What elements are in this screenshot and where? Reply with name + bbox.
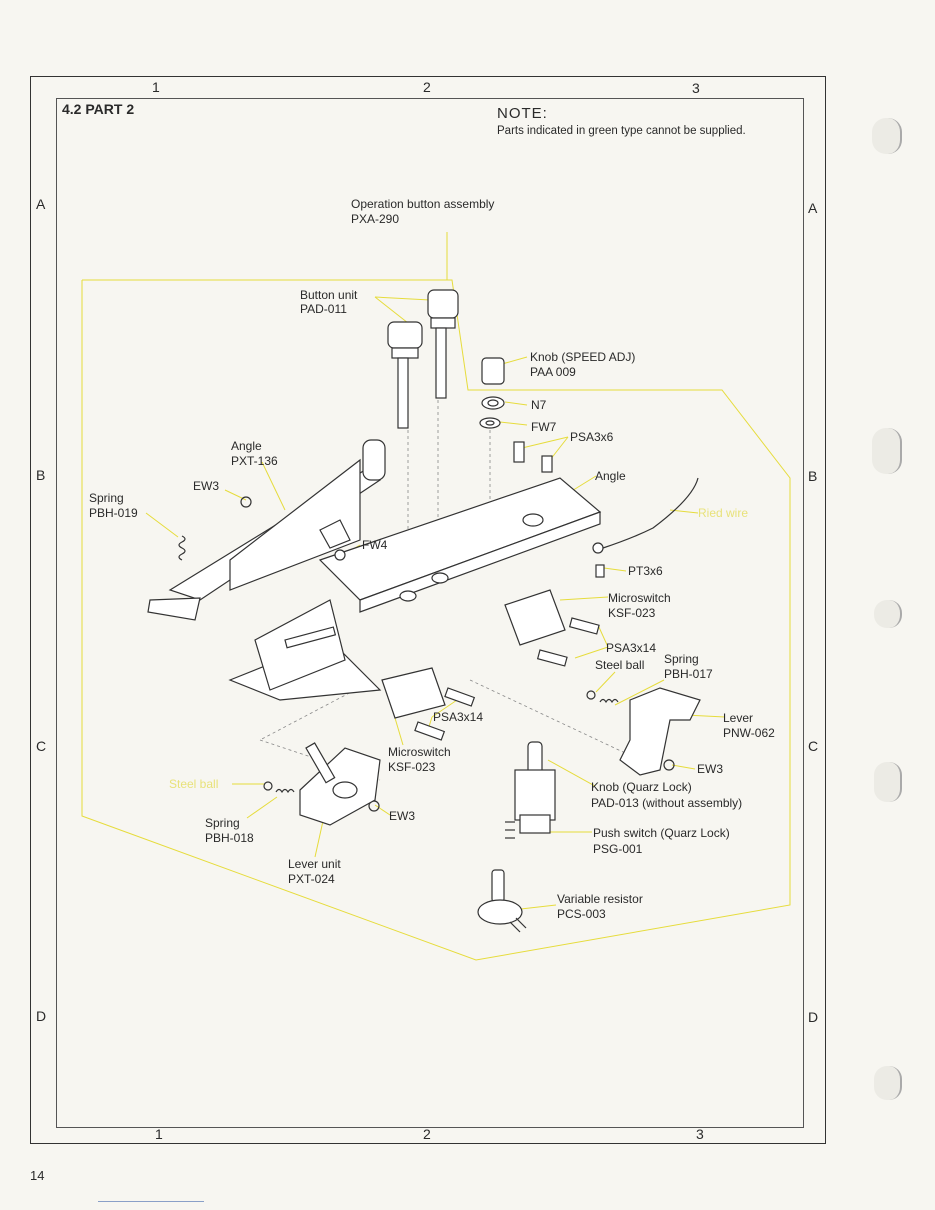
- row-marker-right-d: D: [808, 1009, 819, 1025]
- label-microswitch-center-code: KSF-023: [388, 760, 436, 774]
- label-angle-right: Angle: [595, 469, 626, 483]
- label-pt3x6: PT3x6: [628, 564, 663, 578]
- column-marker-top-1: 1: [152, 79, 160, 95]
- row-marker-left-c: C: [36, 738, 47, 754]
- label-microswitch-center: Microswitch: [388, 745, 451, 759]
- label-microswitch-right: Microswitch: [608, 591, 671, 605]
- variable-resistor-drawing: [477, 869, 527, 933]
- label-spring-left: Spring: [89, 491, 124, 505]
- label-angle-left-code: PXT-136: [231, 454, 278, 468]
- column-marker-bottom-2: 2: [423, 1126, 431, 1142]
- label-knob-speed-adj: Knob (SPEED ADJ): [530, 350, 636, 364]
- label-lever-code: PNW-062: [723, 726, 775, 740]
- column-marker-top-3: 3: [692, 80, 700, 96]
- label-steel-ball-left: Steel ball: [169, 777, 219, 791]
- label-spring-right: Spring: [664, 652, 699, 666]
- microswitch-right-drawing: [504, 589, 600, 667]
- knob-speed-adj-drawing: [479, 357, 553, 473]
- row-marker-right-c: C: [808, 738, 819, 754]
- label-psa3x6: PSA3x6: [570, 430, 614, 444]
- label-n7: N7: [531, 398, 547, 412]
- label-spring-right-code: PBH-017: [664, 667, 713, 681]
- label-fw7: FW7: [531, 420, 557, 434]
- label-spring-bottom: Spring: [205, 816, 240, 830]
- angle-plate-drawing: [228, 477, 602, 701]
- label-ew3-right: EW3: [697, 762, 724, 776]
- row-marker-right-a: A: [808, 200, 818, 216]
- row-marker-left-d: D: [36, 1008, 47, 1024]
- microswitch-center-drawing: [381, 667, 476, 741]
- label-psa3x14-center: PSA3x14: [433, 710, 484, 724]
- lever-unit-drawing: [299, 742, 381, 826]
- label-variable-resistor: Variable resistor: [557, 892, 643, 906]
- inner-frame: [56, 98, 804, 1128]
- binder-hole-1: [872, 118, 902, 154]
- note-text: Parts indicated in green type cannot be …: [497, 125, 746, 137]
- button-unit-drawing: [387, 289, 459, 429]
- small-parts-drawing: [178, 477, 699, 812]
- label-steel-ball-right: Steel ball: [595, 658, 645, 672]
- assembly-group-outline: [81, 279, 791, 961]
- label-push-switch: Push switch (Quarz Lock): [593, 826, 730, 840]
- note-heading: NOTE:: [497, 105, 548, 122]
- binder-hole-2: [872, 428, 902, 474]
- label-spring-bottom-code: PBH-018: [205, 831, 254, 845]
- label-button-unit-code: PAD-011: [300, 302, 347, 316]
- binder-hole-5: [874, 1066, 902, 1100]
- column-marker-bottom-3: 3: [696, 1126, 704, 1142]
- label-operation-button-assembly-code: PXA-290: [351, 212, 400, 226]
- binder-hole-3: [874, 600, 902, 628]
- label-button-unit: Button unit: [300, 288, 358, 302]
- outer-frame: [30, 76, 826, 1144]
- label-knob-speed-adj-code: PAA 009: [530, 365, 576, 379]
- label-ew3-bottom: EW3: [389, 809, 416, 823]
- label-microswitch-right-code: KSF-023: [608, 606, 656, 620]
- row-marker-right-b: B: [808, 468, 818, 484]
- label-operation-button-assembly: Operation button assembly: [351, 197, 495, 211]
- label-fw4: FW4: [362, 538, 388, 552]
- bottom-rule: [98, 1201, 204, 1202]
- label-lever-unit-code: PXT-024: [288, 872, 335, 886]
- label-push-switch-code: PSG-001: [593, 842, 643, 856]
- label-angle-left: Angle: [231, 439, 262, 453]
- row-marker-left-a: A: [36, 196, 46, 212]
- label-lever: Lever: [723, 711, 754, 725]
- label-lever-unit: Lever unit: [288, 857, 341, 871]
- label-psa3x14-right: PSA3x14: [606, 641, 657, 655]
- label-variable-resistor-code: PCS-003: [557, 907, 606, 921]
- column-marker-bottom-1: 1: [155, 1126, 163, 1142]
- row-marker-left-b: B: [36, 467, 46, 483]
- lever-pnw062-drawing: [619, 687, 701, 776]
- angle-pxt136-drawing: [147, 439, 386, 621]
- label-spring-left-code: PBH-019: [89, 506, 138, 520]
- page-number: 14: [30, 1168, 45, 1183]
- label-knob-quarz-lock-code: PAD-013 (without assembly): [591, 796, 743, 810]
- label-ew3-top: EW3: [193, 479, 220, 493]
- column-marker-top-2: 2: [423, 79, 431, 95]
- section-title: 4.2 PART 2: [62, 101, 135, 117]
- binder-hole-4: [874, 762, 902, 802]
- label-ried-wire: Ried wire: [698, 506, 749, 520]
- label-knob-quarz-lock: Knob (Quarz Lock): [591, 780, 692, 794]
- push-switch-drawing: [505, 741, 556, 839]
